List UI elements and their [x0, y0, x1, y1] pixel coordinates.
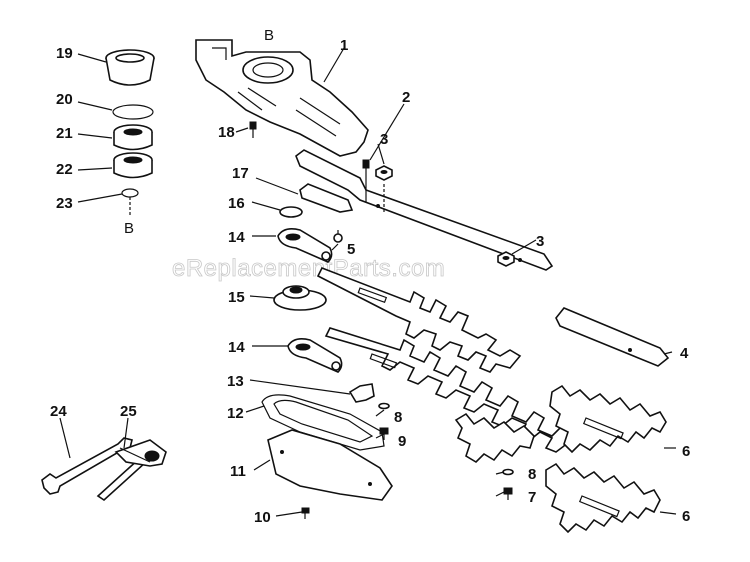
nut-part-3-upper — [375, 165, 393, 181]
callout-9: 9 — [398, 433, 406, 450]
blade-assembly-part-6-upper — [549, 384, 667, 454]
leader-lines — [59, 47, 677, 517]
blade-assembly-part-6-lower — [545, 462, 661, 534]
washer-part-16 — [279, 206, 303, 218]
upper-bar-part — [295, 149, 554, 271]
bearing-cap-part — [105, 49, 155, 86]
callout-3-lower: 3 — [536, 233, 544, 250]
bolt-part-2 — [362, 159, 370, 202]
callout-6-lower: 6 — [682, 508, 690, 525]
washer-part-8-upper — [378, 402, 390, 410]
crank-link-lower-part — [287, 338, 343, 373]
callout-2: 2 — [402, 89, 410, 106]
callout-7: 7 — [528, 489, 536, 506]
callout-8-lower: 8 — [528, 466, 536, 483]
reference-b-top: B — [264, 27, 274, 44]
blade-assembly-middle — [454, 412, 535, 464]
bracket-part-13 — [348, 383, 375, 403]
callout-11: 11 — [230, 463, 246, 480]
callout-25: 25 — [120, 403, 137, 420]
watermark: eReplacementParts.com — [172, 255, 445, 282]
callout-24: 24 — [50, 403, 67, 420]
screw-part-10 — [301, 507, 310, 519]
pin-part-5 — [333, 230, 343, 243]
callout-14-lower: 14 — [228, 339, 245, 356]
cover-plate-part-11 — [267, 429, 393, 501]
callout-3-upper: 3 — [380, 131, 388, 148]
support-bar-part — [555, 307, 670, 367]
callout-14-upper: 14 — [228, 229, 245, 246]
callout-15: 15 — [228, 289, 245, 306]
callout-23: 23 — [56, 195, 73, 212]
crank-link-upper-part — [277, 228, 333, 263]
callout-17: 17 — [232, 165, 249, 182]
lower-bar-part — [299, 183, 354, 213]
callout-16: 16 — [228, 195, 245, 212]
callout-10: 10 — [254, 509, 271, 526]
reference-b-bottom: B — [124, 220, 134, 237]
callout-4: 4 — [680, 345, 689, 362]
lower-bearing-part — [113, 152, 153, 179]
callout-18: 18 — [218, 124, 235, 141]
callout-19: 19 — [56, 45, 73, 62]
cam-gear-part — [273, 285, 327, 311]
callout-22: 22 — [56, 161, 73, 178]
snap-ring-part — [112, 104, 154, 120]
callout-13: 13 — [227, 373, 244, 390]
callout-21: 21 — [56, 125, 73, 142]
upper-bearing-part — [113, 124, 153, 151]
washer-part-8-lower — [502, 468, 514, 476]
callout-6-upper: 6 — [682, 443, 690, 460]
retaining-ring-part — [121, 188, 139, 198]
callout-12: 12 — [227, 405, 244, 422]
nut-part-3-lower — [497, 251, 515, 267]
socket-wrench-part-25 — [96, 439, 167, 502]
callout-1: 1 — [340, 37, 348, 54]
callout-5: 5 — [347, 241, 355, 258]
callout-8-upper: 8 — [394, 409, 402, 426]
screw-part-7 — [503, 487, 513, 500]
screw-part-18 — [249, 121, 257, 138]
gear-case-housing-part — [195, 39, 369, 157]
upper-cutter-blade-part — [316, 266, 522, 373]
callout-20: 20 — [56, 91, 73, 108]
gasket-part-12 — [261, 394, 385, 451]
